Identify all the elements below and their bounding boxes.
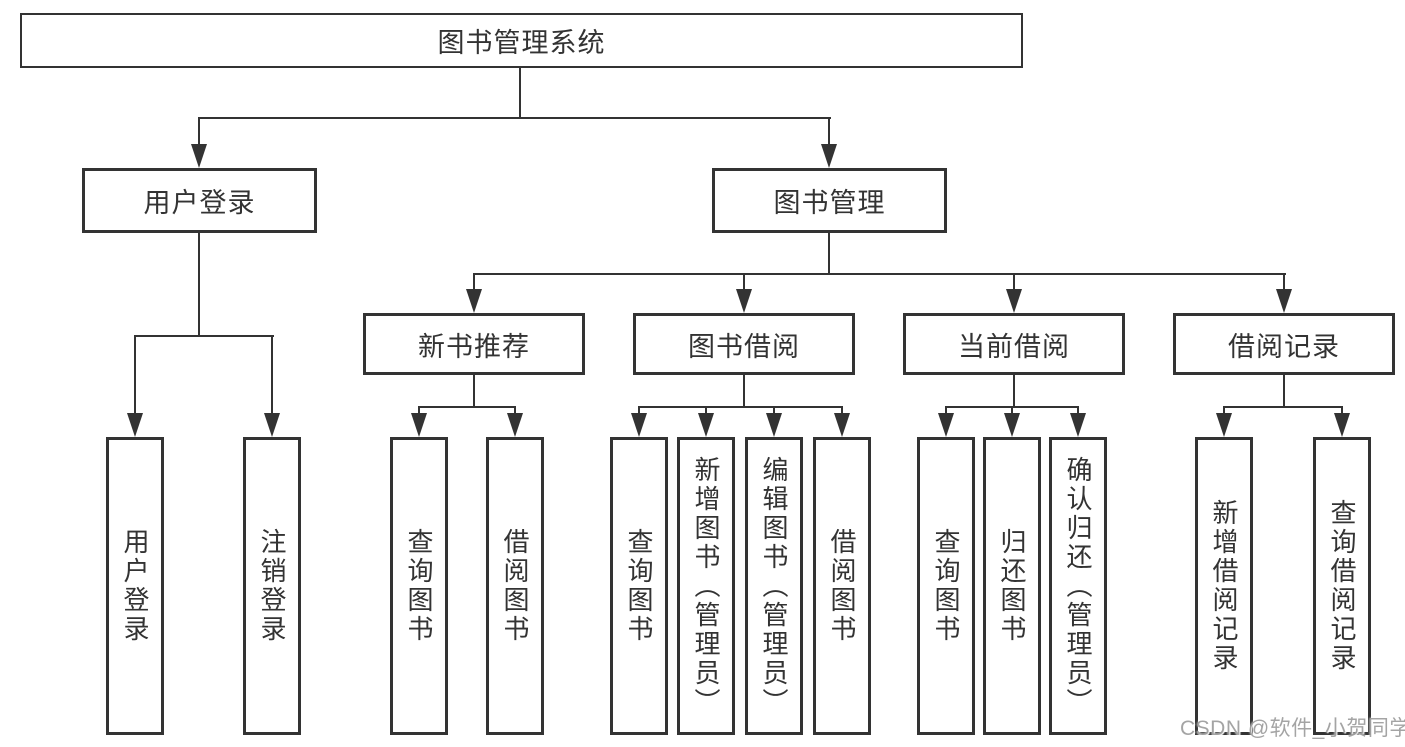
arrow-down-icon	[264, 413, 280, 437]
leaf-borrow-edit-book-admin: 编辑图书（管理员）	[745, 437, 803, 735]
connector-stub	[773, 406, 775, 418]
node-user-login: 用户登录	[82, 168, 317, 233]
leaf-user-login: 用户登录	[106, 437, 164, 735]
leaf-records-query-record: 查询借阅记录	[1313, 437, 1371, 735]
connector-group-stub	[1283, 375, 1285, 408]
connector-user-bar	[134, 335, 274, 337]
connector-stub	[198, 117, 200, 147]
arrow-down-icon	[631, 413, 647, 437]
connector-group-stub	[1013, 375, 1015, 408]
arrow-down-icon	[466, 289, 482, 313]
arrow-down-icon	[1276, 289, 1292, 313]
connector-user-stub	[198, 233, 200, 337]
connector-stub	[1283, 273, 1285, 293]
connector-stub	[743, 273, 745, 293]
arrow-down-icon	[1070, 413, 1086, 437]
connector-stub	[514, 406, 516, 418]
arrow-down-icon	[1004, 413, 1020, 437]
watermark: CSDN @软件_小贺同学	[1180, 717, 1405, 740]
connector-stub	[828, 117, 830, 147]
connector-stub	[1013, 273, 1015, 293]
leaf-recommend-borrow-book: 借阅图书	[486, 437, 544, 735]
leaf-logout: 注销登录	[243, 437, 301, 735]
arrow-down-icon	[736, 289, 752, 313]
arrow-down-icon	[1216, 413, 1232, 437]
leaf-borrow-add-book-admin: 新增图书（管理员）	[677, 437, 735, 735]
connector-mgmt-stub	[828, 233, 830, 275]
leaf-records-add-record: 新增借阅记录	[1195, 437, 1253, 735]
leaf-current-return-book: 归还图书	[983, 437, 1041, 735]
connector-group-bar	[638, 406, 843, 408]
node-book-borrow: 图书借阅	[633, 313, 855, 375]
connector-group-bar	[418, 406, 516, 408]
connector-stub	[134, 335, 136, 417]
arrow-down-icon	[127, 413, 143, 437]
connector-level1-bar	[198, 117, 831, 119]
arrow-down-icon	[938, 413, 954, 437]
leaf-current-query-book: 查询图书	[917, 437, 975, 735]
arrow-down-icon	[191, 144, 207, 168]
arrow-down-icon	[411, 413, 427, 437]
connector-root-stub	[519, 68, 521, 119]
connector-stub	[418, 406, 420, 418]
connector-level3-bar	[473, 273, 1286, 275]
arrow-down-icon	[698, 413, 714, 437]
connector-group-stub	[743, 375, 745, 408]
arrow-down-icon	[766, 413, 782, 437]
leaf-borrow-borrow-book: 借阅图书	[813, 437, 871, 735]
node-current-borrow: 当前借阅	[903, 313, 1125, 375]
connector-stub	[1011, 406, 1013, 418]
connector-stub	[1077, 406, 1079, 418]
node-borrow-records: 借阅记录	[1173, 313, 1395, 375]
connector-stub	[473, 273, 475, 293]
connector-group-stub	[473, 375, 475, 408]
connector-stub	[945, 406, 947, 418]
connector-stub	[1341, 406, 1343, 418]
leaf-current-confirm-return-admin: 确认归还（管理员）	[1049, 437, 1107, 735]
arrow-down-icon	[1006, 289, 1022, 313]
arrow-down-icon	[821, 144, 837, 168]
connector-stub	[841, 406, 843, 418]
node-book-management: 图书管理	[712, 168, 947, 233]
arrow-down-icon	[507, 413, 523, 437]
arrow-down-icon	[834, 413, 850, 437]
leaf-recommend-query-book: 查询图书	[390, 437, 448, 735]
leaf-borrow-query-book: 查询图书	[610, 437, 668, 735]
arrow-down-icon	[1334, 413, 1350, 437]
connector-group-bar	[1223, 406, 1343, 408]
node-new-book-recommend: 新书推荐	[363, 313, 585, 375]
connector-stub	[271, 335, 273, 417]
connector-stub	[1223, 406, 1225, 418]
node-root: 图书管理系统	[20, 13, 1023, 68]
connector-stub	[705, 406, 707, 418]
connector-stub	[638, 406, 640, 418]
